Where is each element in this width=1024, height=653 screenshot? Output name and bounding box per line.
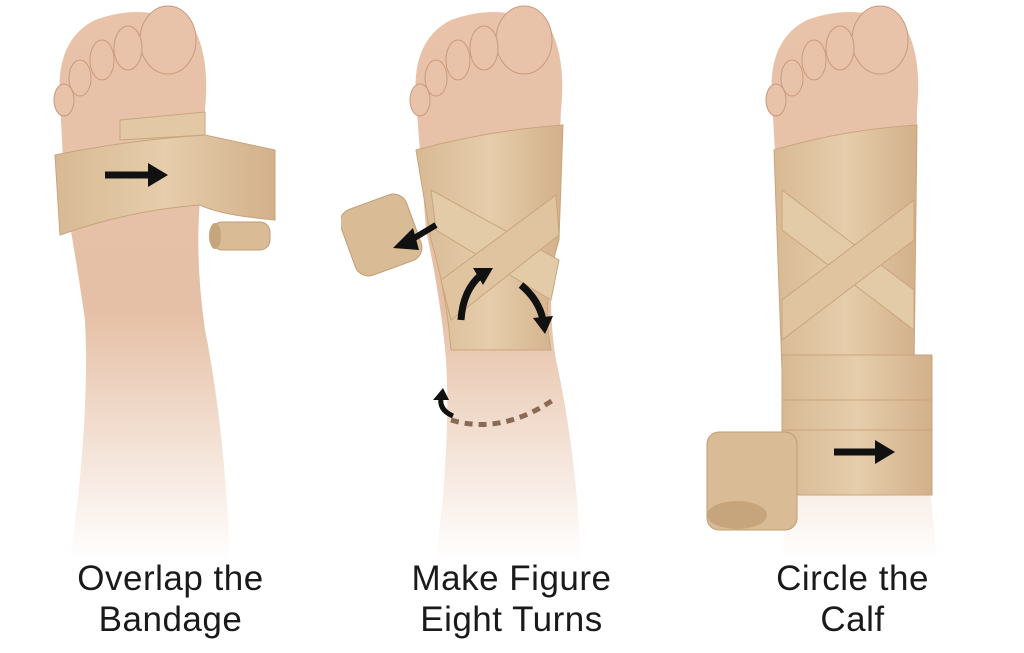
right-arrow-icon: [834, 440, 895, 464]
bandage-roll: [341, 193, 423, 277]
step-caption-figure-eight: Make Figure Eight Turns: [341, 558, 682, 640]
step-circle-calf-panel: Circle the Calf: [682, 0, 1023, 653]
circular-arrow-icon: [433, 388, 555, 427]
step-overlap-panel: Overlap the Bandage: [0, 0, 341, 653]
caption-line-1: Overlap the: [77, 559, 264, 598]
curved-arrow-icon: [457, 268, 553, 334]
big-toe: [851, 5, 909, 75]
calf-wrap: [781, 354, 933, 496]
step-figure-eight-panel: Make Figure Eight Turns: [341, 0, 682, 653]
step-caption-circle-calf: Circle the Calf: [682, 558, 1023, 640]
foot-illustration-figure-eight: [341, 5, 581, 560]
foot-illustration-overlap: [53, 5, 276, 560]
left-arrow-icon: [393, 222, 438, 250]
bandage-wrap: [54, 134, 276, 236]
bandage-roll: [707, 501, 767, 529]
caption-line-2: Eight Turns: [420, 600, 603, 639]
caption-line-1: Make Figure: [411, 559, 612, 598]
caption-line-2: Calf: [820, 600, 885, 639]
foot-illustration-circle-calf: [706, 5, 937, 560]
big-toe: [139, 5, 197, 75]
caption-line-1: Circle the: [776, 559, 929, 598]
caption-line-2: Bandage: [98, 600, 243, 639]
step-caption-overlap: Overlap the Bandage: [0, 558, 341, 640]
right-arrow-icon: [105, 163, 168, 187]
big-toe: [495, 5, 553, 75]
